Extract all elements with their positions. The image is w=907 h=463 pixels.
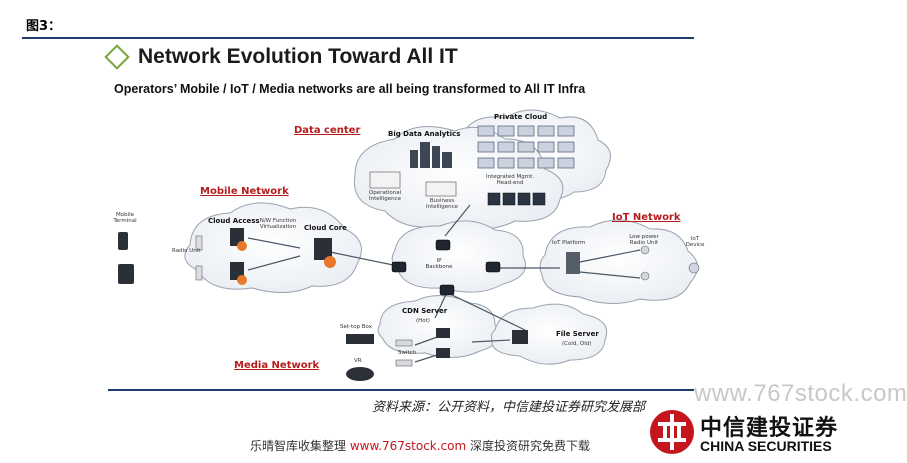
footer-text: 乐晴智库收集整理 www.767stock.com 深度投资研究免费下载 [250,437,590,454]
iot-cloud-shape [539,219,698,304]
slide-subtitle: Operators’ Mobile / IoT / Media networks… [114,82,586,96]
mobile-network-label: Mobile Network [200,186,289,197]
integrated-mgmt-label: Integrated Mgmt. Head-end [485,174,535,187]
watermark: www.767stock.com [694,380,907,407]
business-intelligence-label: Business Intelligence [425,198,458,211]
nw-function-virtualization-label: N/W Function Virtualization [259,218,297,231]
top-rule [22,37,694,39]
source-note: 资料来源：公开资料，中信建投证券研究发展部 [372,400,646,415]
cdn-server-label: CDN Server [402,307,448,315]
cdn-hot-label: (Hot) [416,318,430,324]
data-center-label: Data center [294,125,361,136]
logo-chinese-name: 中信建投证券 [700,416,839,441]
operational-intelligence-label: Operational Intelligence [368,190,402,203]
set-top-box-label: Set-top Box [340,324,373,330]
ip-backbone-label: IP Backbone [425,258,453,271]
slide-title-row: Network Evolution Toward All IT [104,42,458,72]
cloud-core-label: Cloud Core [304,224,347,232]
file-server-label: File Server [556,330,599,338]
network-diagram [118,109,700,381]
footer-prefix: 乐晴智库收集整理 [250,439,350,453]
low-power-radio-unit-label: Low power Radio Unit [629,234,659,247]
iot-network-label: IoT Network [612,212,681,223]
file-server-cloud-shape [490,303,608,365]
mobile-cloud-shape [184,202,362,293]
footer-url-link[interactable]: www.767stock.com [349,439,467,453]
switch-label: Switch [398,350,417,356]
iot-device-label: IoT Device [685,236,705,249]
big-data-analytics-label: Big Data Analytics [388,130,461,138]
cloud-access-label: Cloud Access [208,217,260,225]
footer-suffix: 深度投资研究免费下载 [466,439,591,453]
vr-label: VR [354,358,362,364]
media-network-label: Media Network [234,360,320,371]
logo-english-name: CHINA SECURITIES [700,438,832,454]
bottom-rule [108,389,694,391]
backbone-cloud-shape [391,220,526,293]
private-cloud-label: Private Cloud [494,113,548,121]
iot-platform-label: IoT Platform [552,240,586,246]
china-securities-logo-icon [650,410,694,454]
radio-unit-label: Radio Unit [172,248,201,254]
slide-title: Network Evolution Toward All IT [138,45,458,68]
figure-label: 图3： [26,19,62,34]
file-server-note-label: (Cold, Old) [562,341,592,347]
mobile-terminal-label: Mobile Terminal [113,212,137,225]
